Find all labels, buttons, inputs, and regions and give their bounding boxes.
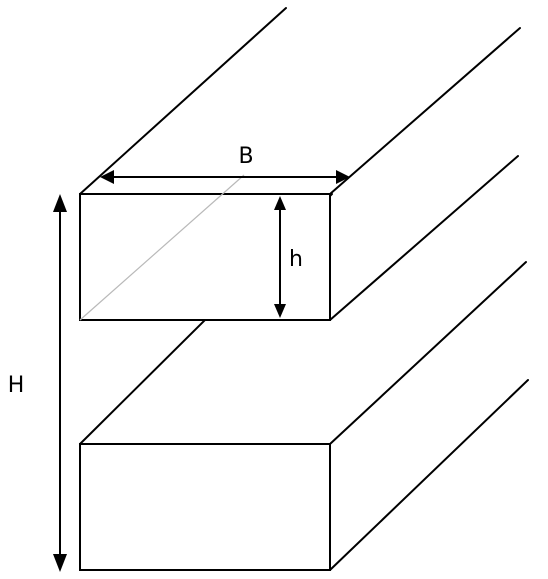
width-arrow-right-icon [336, 170, 350, 184]
top-beam-back-top-right-edge [329, 27, 521, 195]
total-height-arrow-down-icon [53, 554, 67, 572]
bottom-beam [79, 193, 529, 571]
top-beam-front-top-left-edge [79, 7, 287, 195]
inner-height-arrow-up-icon [274, 196, 286, 210]
top-beam-hidden-diagonal [79, 174, 245, 321]
width-label: B [238, 144, 253, 169]
total-height-label: H [8, 373, 25, 398]
total-height-arrow-up-icon [53, 194, 67, 212]
top-beam-back-bottom-right-edge [329, 155, 519, 321]
top-beam-front-face [79, 193, 331, 321]
bottom-beam-back-bottom-right-edge [329, 379, 529, 571]
dimension-inner-height: h [274, 196, 303, 318]
dimension-total-height: H [8, 194, 67, 572]
inner-height-arrow-down-icon [274, 304, 286, 318]
dimension-width: B [100, 144, 350, 184]
bottom-beam-front-face [79, 443, 331, 571]
width-arrow-left-icon [100, 170, 114, 184]
top-beam [79, 7, 521, 321]
inner-height-label: h [289, 247, 303, 272]
bottom-beam-back-top-right-edge [329, 261, 527, 445]
